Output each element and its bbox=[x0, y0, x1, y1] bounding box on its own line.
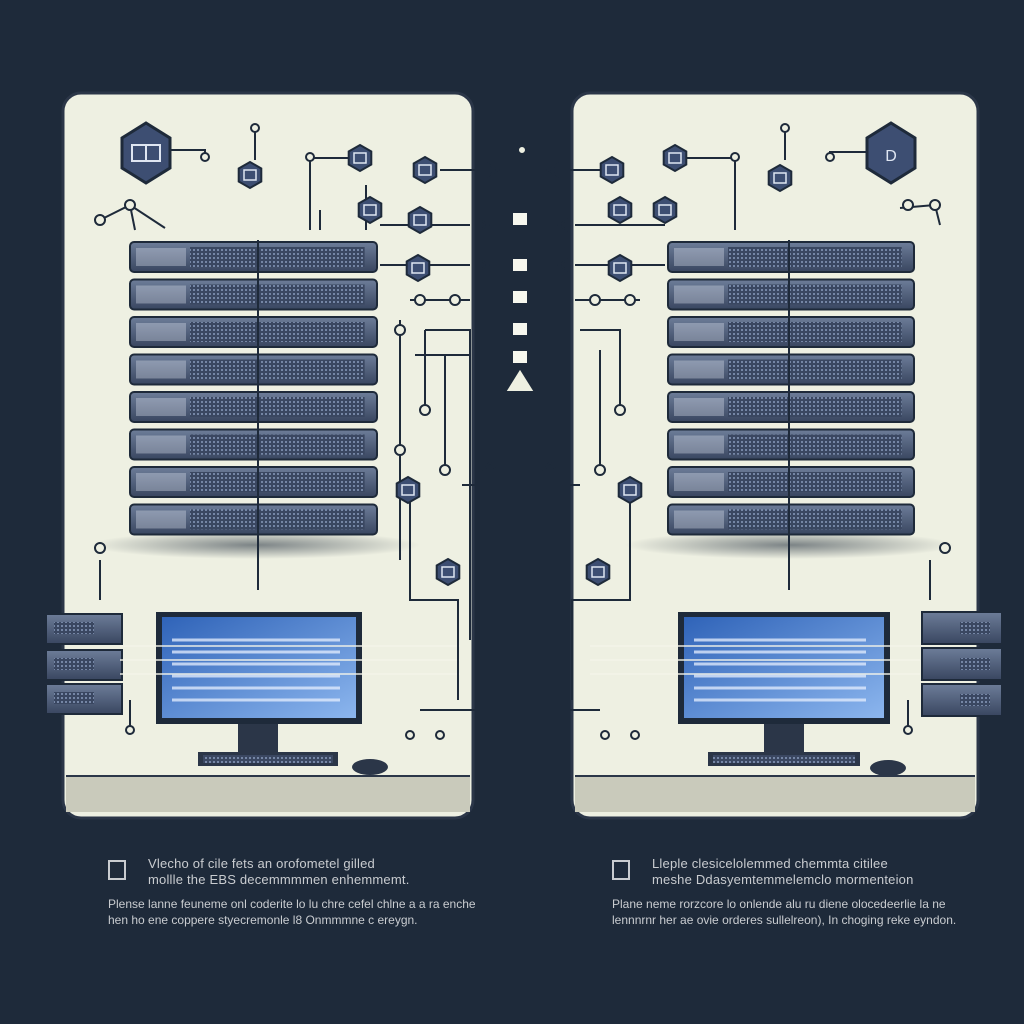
server-unit bbox=[667, 503, 915, 536]
chip-icon bbox=[607, 195, 633, 225]
right-small-server-stack bbox=[921, 611, 1003, 717]
server-unit bbox=[129, 316, 378, 348]
server-unit bbox=[667, 241, 915, 273]
left-caption-title-line1: Vlecho of cile fets an orofometel gilled bbox=[148, 856, 375, 871]
svg-text:D: D bbox=[885, 148, 897, 165]
server-unit bbox=[667, 466, 915, 498]
left-monitor bbox=[156, 612, 388, 775]
server-unit bbox=[129, 353, 378, 386]
server-unit bbox=[667, 428, 915, 461]
right-monitor bbox=[678, 612, 906, 776]
server-unit bbox=[129, 503, 378, 536]
right-server-rack bbox=[625, 240, 955, 590]
server-unit bbox=[129, 391, 378, 423]
left-caption-body: Plense lanne feuneme onl coderite lo lu … bbox=[108, 897, 476, 927]
server-unit bbox=[129, 241, 378, 273]
chip-icon bbox=[599, 155, 625, 185]
central-packets bbox=[511, 211, 529, 365]
chip-icon bbox=[407, 205, 433, 235]
chip-icon bbox=[357, 195, 383, 225]
chip-icon bbox=[607, 253, 633, 283]
right-caption-title-line2: meshe Ddasyemtemmelemclo mormenteion bbox=[652, 872, 914, 887]
chip-icon bbox=[617, 475, 643, 505]
chip-icon bbox=[435, 557, 461, 587]
server-unit bbox=[667, 353, 915, 386]
chip-icon bbox=[767, 163, 793, 193]
node-dots bbox=[94, 123, 951, 740]
server-unit bbox=[667, 278, 915, 311]
chip-icon bbox=[412, 155, 438, 185]
right-caption-title-line1: Lleple clesicelolemmed chemmta citilee bbox=[652, 856, 888, 871]
right-caption: Lleple clesicelolemmed chemmta citilee m… bbox=[612, 856, 1012, 956]
chip-icon bbox=[585, 557, 611, 587]
chip-icon bbox=[237, 160, 263, 190]
server-unit bbox=[667, 316, 915, 348]
hex-chip-icons bbox=[237, 143, 793, 587]
chip-icon bbox=[405, 253, 431, 283]
right-caption-body: Plane neme rorzcore lo onlende alu ru di… bbox=[612, 897, 957, 927]
d-letter-hex-icon: D bbox=[865, 121, 917, 185]
server-unit bbox=[667, 391, 915, 423]
chip-icon bbox=[347, 143, 373, 173]
left-small-server-stack bbox=[45, 613, 123, 715]
checkbox-icon bbox=[612, 860, 630, 880]
server-unit bbox=[129, 278, 378, 311]
checkbox-icon bbox=[108, 860, 126, 880]
server-unit bbox=[129, 428, 378, 461]
left-caption-title-line2: mollle the EBS decemmmmen enhemmemt. bbox=[148, 872, 410, 887]
arrows bbox=[479, 162, 568, 471]
chip-icon bbox=[395, 475, 421, 505]
left-caption: Vlecho of cile fets an orofometel gilled… bbox=[108, 856, 508, 956]
left-server-rack bbox=[90, 240, 420, 590]
document-hex-icon bbox=[120, 121, 172, 185]
chip-icon bbox=[652, 195, 678, 225]
chip-icon bbox=[662, 143, 688, 173]
server-unit bbox=[129, 466, 378, 498]
data-streaks bbox=[120, 645, 920, 675]
